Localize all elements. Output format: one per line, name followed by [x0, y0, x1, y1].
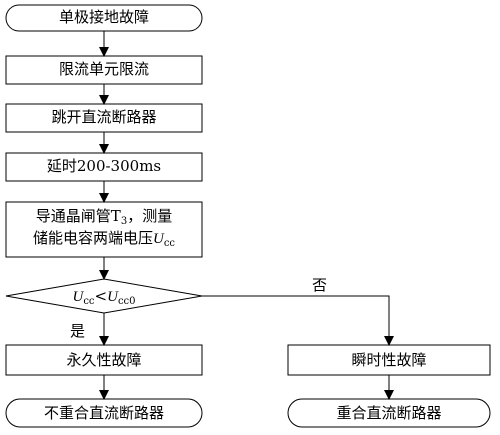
no-reclose-label: 不重合直流断路器 — [43, 404, 164, 422]
start-label: 单极接地故障 — [58, 8, 149, 26]
yes-label: 是 — [70, 322, 86, 340]
permanent-label: 永久性故障 — [66, 351, 142, 369]
measure-line2-text: 储能电容两端电压 — [32, 228, 153, 247]
arrow-decision-transient — [202, 295, 394, 346]
decision-rhs: U — [107, 289, 118, 305]
voltage-symbol: U — [152, 230, 164, 247]
measure-box — [5, 201, 203, 258]
transient-label: 瞬时性故障 — [351, 351, 427, 369]
decision-lhs-sub: cc — [83, 296, 95, 307]
thyristor-symbol: T — [110, 207, 121, 225]
transient-box — [287, 344, 491, 376]
delay-box — [5, 152, 203, 182]
measure-label: 导通晶闸管T3，测量 储能电容两端电压Ucc — [6, 207, 202, 250]
measure-line1-text: 导通晶闸管 — [35, 207, 111, 225]
permanent-box — [5, 344, 203, 376]
no-label: 否 — [312, 276, 328, 294]
thyristor-subscript: 3 — [120, 216, 128, 227]
decision-operator: < — [94, 287, 108, 305]
measure-line2: 储能电容两端电压Ucc — [6, 229, 202, 251]
reclose-label: 重合直流断路器 — [336, 404, 442, 422]
delay-label: 延时200-300ms — [46, 157, 162, 175]
measure-line1: 导通晶闸管T3，测量 — [6, 207, 202, 229]
measure-line1-rest: ，测量 — [127, 207, 173, 225]
limit-label: 限流单元限流 — [58, 60, 149, 78]
limit-box — [5, 55, 203, 85]
decision-label: Ucc<Ucc0 — [54, 287, 154, 309]
voltage-subscript: cc — [163, 237, 176, 249]
decision-rhs-sub: cc0 — [117, 296, 136, 307]
trip-label: 跳开直流断路器 — [51, 108, 157, 126]
decision-lhs: U — [72, 289, 84, 305]
